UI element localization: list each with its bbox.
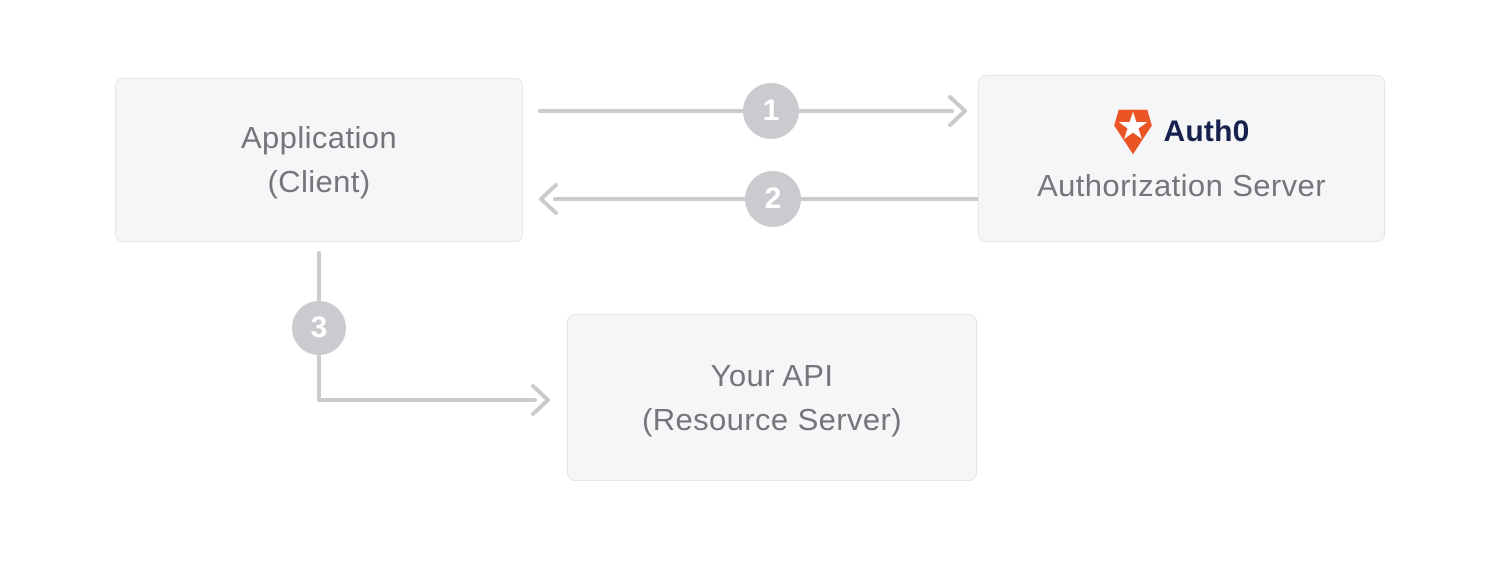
node-authorization-server: Auth0 Authorization Server bbox=[978, 75, 1385, 242]
application-label: Application bbox=[240, 120, 398, 155]
api-label: Your API bbox=[710, 357, 834, 393]
authorization-server-label: Authorization Server bbox=[1037, 168, 1326, 203]
arrow-step-3 bbox=[317, 251, 550, 416]
auth0-wordmark: Auth0 bbox=[1163, 115, 1250, 148]
step-badge-2: 2 bbox=[745, 171, 801, 227]
step-badge-3: 3 bbox=[292, 301, 346, 355]
auth0-logo: Auth0 bbox=[1113, 109, 1250, 155]
step-badge-1: 1 bbox=[743, 83, 799, 139]
node-your-api: Your API (Resource Server) bbox=[567, 314, 977, 481]
node-application-client: Application (Client) bbox=[115, 78, 523, 242]
api-sublabel: (Resource Server) bbox=[641, 401, 903, 437]
application-sublabel: (Client) bbox=[267, 164, 371, 199]
auth0-shield-icon bbox=[1113, 109, 1152, 155]
